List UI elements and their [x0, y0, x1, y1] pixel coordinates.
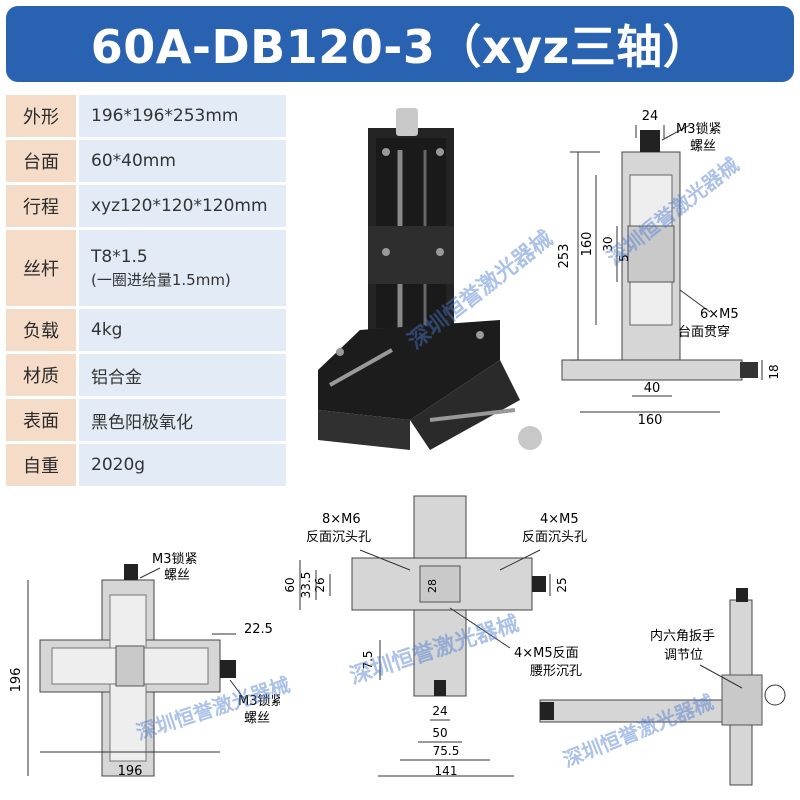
m5-label: 4×M5: [540, 512, 579, 527]
title-banner: 60A-DB120-3（xyz三轴）: [6, 6, 794, 82]
lock-label: M3锁紧: [238, 693, 280, 709]
dim-60: 60: [283, 577, 297, 592]
dim-50: 50: [432, 726, 447, 740]
product-photo: [318, 108, 542, 450]
spec-value: 60*40mm: [79, 140, 286, 182]
dim-30: 30: [601, 236, 615, 251]
m6-label: 反面沉头孔: [306, 530, 371, 545]
lock-label: 螺丝: [690, 139, 716, 154]
spec-label: 自重: [6, 444, 76, 486]
spec-value: 196*196*253mm: [79, 95, 286, 137]
spec-note: (一圈进给量1.5mm): [91, 270, 231, 289]
spec-label: 负载: [6, 309, 76, 351]
hole-label: 台面贯穿: [678, 324, 730, 340]
spec-value: 2020g: [79, 444, 286, 486]
hex-label: 内六角扳手: [650, 628, 715, 644]
spec-value: 4kg: [79, 309, 286, 351]
spec-row: 表面黑色阳极氧化: [6, 399, 286, 441]
dim-26: 26: [313, 577, 327, 592]
spec-value: 黑色阳极氧化: [79, 399, 286, 441]
m6-label: 8×M6: [322, 512, 361, 527]
side-view-right-drawing: 内六角扳手 调节位: [539, 588, 786, 786]
hole-label: 6×M5: [700, 307, 739, 322]
dim-7-5: 7.5: [361, 650, 375, 669]
spec-label: 行程: [6, 185, 76, 227]
front-view-drawing: 24 M3锁紧 螺丝 253 160 30 5 6×M5 台面贯穿 18 40 …: [557, 109, 781, 428]
dim-141: 141: [435, 764, 458, 778]
lock-label: M3锁紧: [676, 121, 722, 137]
slot-label: 4×M5反面: [514, 646, 579, 661]
dim-24: 24: [432, 704, 447, 718]
dim-28: 28: [426, 579, 439, 593]
lock-label: 螺丝: [244, 711, 270, 726]
spec-value: xyz120*120*120mm: [79, 185, 286, 227]
dim-160-base: 160: [638, 413, 663, 428]
spec-row: 材质铝合金: [6, 354, 286, 396]
hex-label: 调节位: [664, 648, 703, 663]
dim-75-5: 75.5: [433, 744, 460, 758]
spec-label: 外形: [6, 95, 76, 137]
dim-40: 40: [644, 381, 661, 396]
lock-label: M3锁紧: [152, 551, 198, 567]
top-view-center-drawing: 8×M6 反面沉头孔 4×M5 反面沉头孔 4×M5反面 腰形沉孔 60 33.…: [283, 495, 587, 778]
spec-value: 铝合金: [79, 354, 286, 396]
top-view-left-drawing: M3锁紧 螺丝 22.5 M3锁紧 螺丝 196 196: [9, 551, 280, 779]
page-title: 60A-DB120-3（xyz三轴）: [90, 20, 710, 74]
dim-196-v: 196: [9, 668, 24, 693]
dim-196-h: 196: [118, 764, 143, 779]
spec-label: 表面: [6, 399, 76, 441]
dim-253: 253: [557, 244, 572, 269]
dim-24: 24: [642, 109, 659, 124]
dim-22-5: 22.5: [244, 622, 273, 637]
lock-label: 螺丝: [164, 568, 190, 583]
dim-5: 5: [617, 254, 631, 262]
dim-18: 18: [767, 364, 781, 379]
spec-label: 材质: [6, 354, 76, 396]
dim-25: 25: [555, 577, 569, 592]
dim-33-5: 33.5: [299, 572, 313, 599]
m5-label: 反面沉头孔: [522, 530, 587, 545]
spec-label: 丝杆: [6, 230, 76, 306]
dim-160: 160: [580, 232, 595, 257]
spec-label: 台面: [6, 140, 76, 182]
slot-label: 腰形沉孔: [530, 664, 582, 679]
spec-value: T8*1.5(一圈进给量1.5mm): [79, 230, 286, 306]
